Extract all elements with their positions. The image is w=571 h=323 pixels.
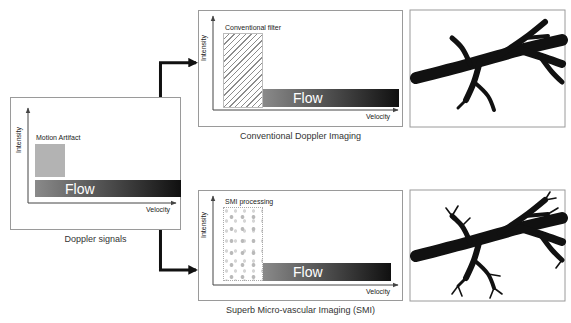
panel-caption: Conventional Doppler Imaging [179,131,422,141]
micro-vessel [446,208,452,216]
box-heading: Conventional filter [225,24,281,32]
axis-line [213,16,214,110]
image-panel [410,10,565,127]
micro-vessel [548,208,558,214]
vessel-branch [540,56,562,82]
vessel-tree [416,22,562,110]
filter-box: Conventional filter [223,33,263,108]
axis-label: Intensity [200,35,208,61]
bar-label: Flow [263,89,399,107]
micro-vessel [452,206,458,216]
axis-label: Velocity [366,113,390,121]
micro-vessel [490,288,494,298]
axis-label: Intensity [15,127,23,153]
bar-label: Flow [263,263,391,281]
panel-caption: Doppler signals [0,234,200,244]
axis-line [213,196,214,285]
connector-layer [160,63,196,270]
box-heading: Motion Artifact [36,134,80,142]
panel-caption: Superb Micro-vascular Imaging (SMI) [179,305,422,315]
micro-vessel [458,286,462,296]
image-panel [410,190,565,301]
vessel-tree [416,192,562,298]
axis-label: Velocity [366,288,390,296]
vessel-branch [458,100,466,108]
box-heading: SMI processing [225,198,273,206]
motion-artifact-box: Motion Artifact [35,144,65,177]
figure-panel: Superb Micro-vascular Imaging (SMI)SMI p… [198,190,403,301]
micro-vessel [462,218,470,226]
axis-line [28,108,29,203]
axis-line [213,110,398,111]
process-arrow [160,63,196,97]
axis-line [213,285,398,286]
vessel-branch [525,214,548,216]
smi-box: SMI processing [223,207,263,281]
micro-vessel [545,198,556,200]
vessel-branch [525,36,548,38]
vessel-branch [474,82,494,110]
flow-bar: Flow [263,263,391,281]
bar-label: Flow [35,180,181,198]
micro-vessel [488,274,500,276]
micro-vessel [556,260,562,268]
micro-vessel [494,288,502,294]
flow-bar: Flow [35,180,181,197]
axis-label: Intensity [200,212,208,238]
axis-line [28,203,176,204]
flow-bar: Flow [263,89,399,107]
vessel-branch [452,216,470,242]
figure-panel: Conventional Doppler ImagingConventional… [198,10,403,127]
micro-vessel [452,286,458,294]
vessel-branch [458,278,466,286]
axis-label: Velocity [146,206,170,214]
axes [28,16,398,285]
vessel-branch [540,234,562,260]
vessel-branch [452,38,470,64]
process-arrow [160,230,196,270]
